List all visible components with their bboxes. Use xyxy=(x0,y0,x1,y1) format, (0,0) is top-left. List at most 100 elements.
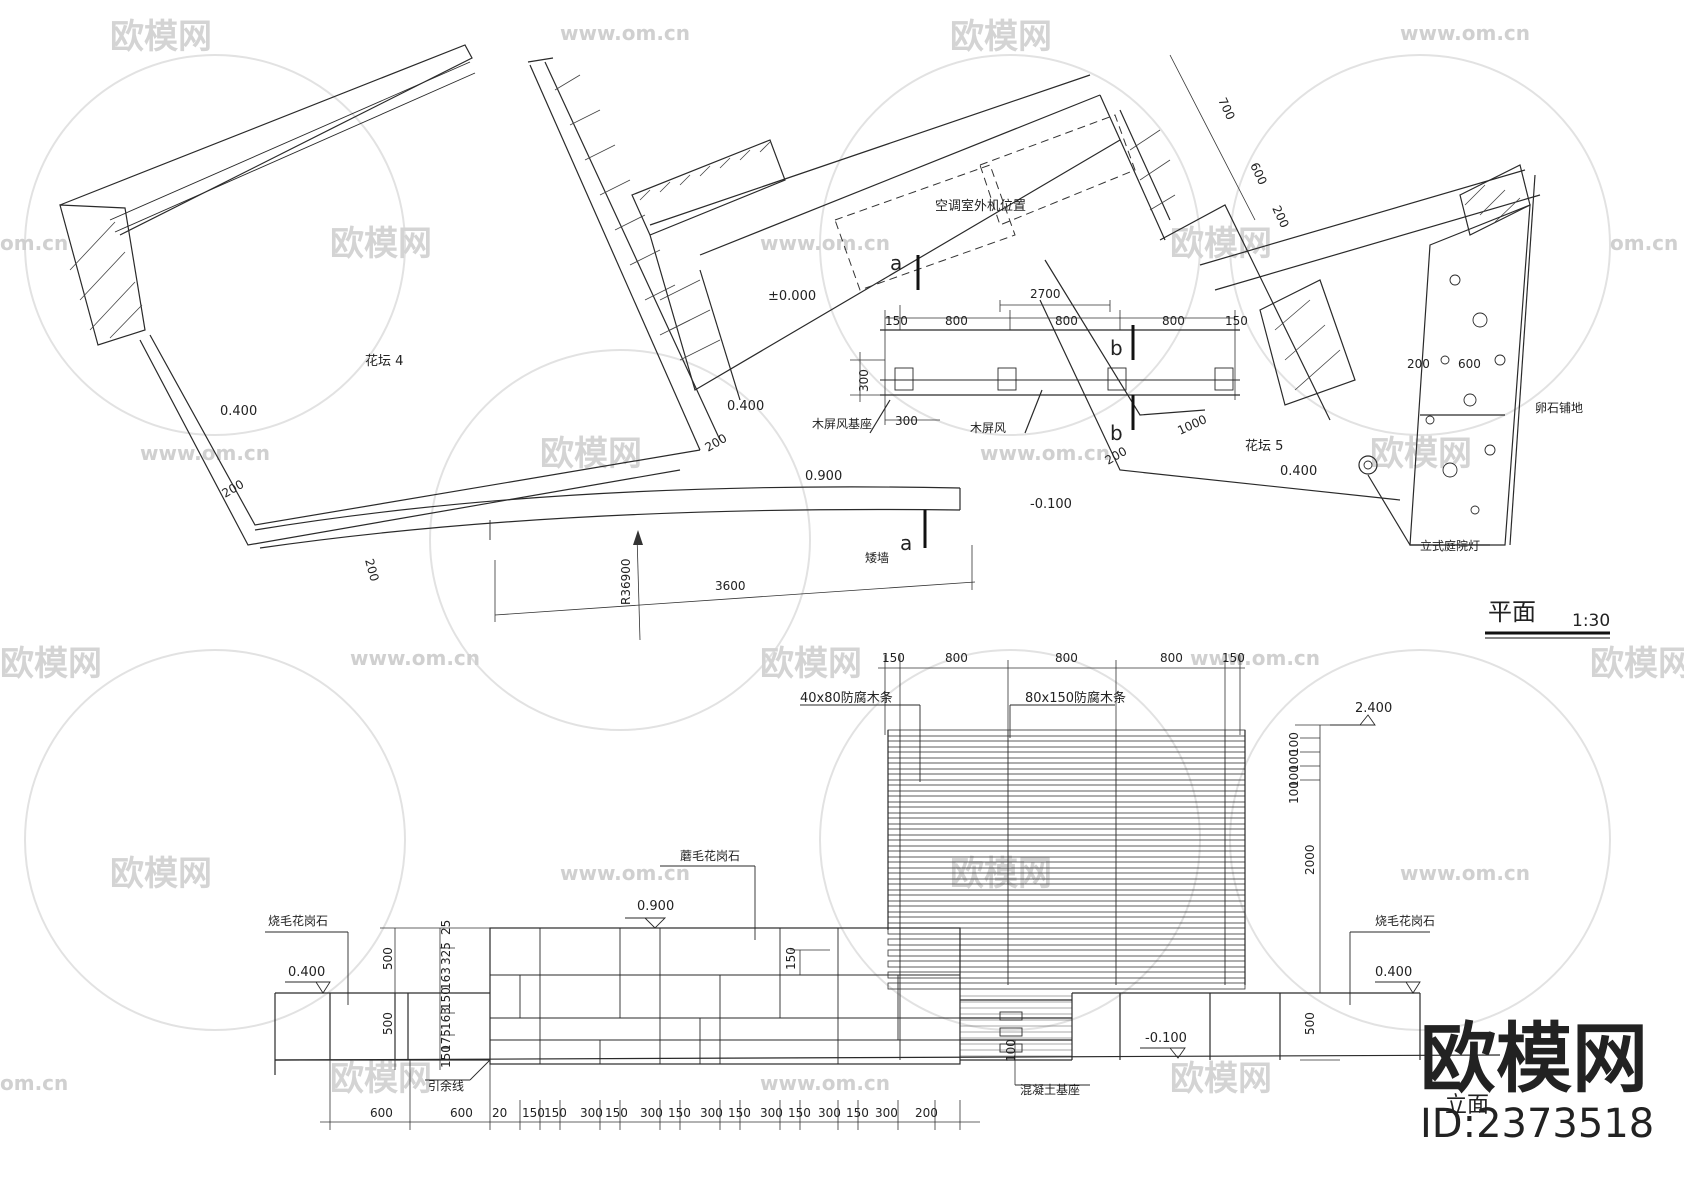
watermark-brand: 欧模网 xyxy=(1590,644,1684,684)
level-0900: 0.900 xyxy=(805,469,842,484)
concrete-base-label: 混凝土基座 xyxy=(1020,1082,1080,1097)
granite-flamed-right-label: 烧毛花岗石 xyxy=(1375,913,1435,928)
dim-side: 500 xyxy=(381,1012,395,1035)
section-mark-b: b xyxy=(1110,336,1123,360)
strip-80x150-label: 80x150防腐木条 xyxy=(1025,690,1126,706)
watermark-brand: 欧模网 xyxy=(1370,434,1472,474)
plan-title: 平面 xyxy=(1488,598,1536,626)
wood-slat xyxy=(887,872,1246,880)
plan-scale: 1:30 xyxy=(1572,611,1610,631)
dim-top: 800 xyxy=(1160,651,1183,665)
watermark-url: www.om.cn xyxy=(1190,646,1320,670)
wood-slat xyxy=(887,916,1246,924)
watermark-brand: 欧模网 xyxy=(110,854,212,894)
dim-300: 300 xyxy=(857,369,871,392)
watermark-brand: 欧模网 xyxy=(540,434,642,474)
watermark-url: www.om.cn xyxy=(560,861,690,885)
dim-600: 600 xyxy=(1247,160,1269,187)
bottom-dim-label: 150 xyxy=(728,1106,751,1120)
dim-side: 325 xyxy=(439,942,453,965)
elevation-title: 立面 xyxy=(1445,1093,1489,1118)
wood-slat xyxy=(887,883,1246,891)
dim-700: 700 xyxy=(1215,95,1237,122)
wood-slat xyxy=(887,729,1246,737)
low-wall xyxy=(254,486,961,549)
dim-top: 800 xyxy=(945,651,968,665)
dim-side: 150 xyxy=(439,1045,453,1068)
elevation-leaders xyxy=(265,704,1430,1086)
bed4-label: 花坛 4 xyxy=(365,353,403,369)
dim-right: 100 xyxy=(1287,765,1301,788)
dim-200: 200 xyxy=(1407,357,1430,371)
wood-slat xyxy=(887,938,1246,946)
dim-right: 100 xyxy=(1287,732,1301,755)
bottom-dim-label: 300 xyxy=(640,1106,663,1120)
bottom-dim-label: 300 xyxy=(580,1106,603,1120)
bottom-dim-label: 150 xyxy=(522,1106,545,1120)
elevation-dimensions xyxy=(320,655,1340,1130)
watermark-brand: 欧模网 xyxy=(0,644,102,684)
granite-wall xyxy=(489,927,961,1065)
section-marks: a b b a xyxy=(890,251,1135,555)
dim-800: 800 xyxy=(1162,314,1185,328)
dim-2700: 2700 xyxy=(1030,287,1061,301)
watermark-url: om.cn xyxy=(0,231,68,255)
dim-side: 500 xyxy=(381,947,395,970)
bottom-dim-label: 600 xyxy=(370,1106,393,1120)
dim-right: 100 xyxy=(1287,749,1301,772)
screen-label: 木屏风 xyxy=(970,421,1006,435)
level-zero: ±0.000 xyxy=(768,289,816,304)
watermark-brand: 欧模网 xyxy=(1170,224,1272,264)
dim-150: 150 xyxy=(885,314,908,328)
level-m0100: -0.100 xyxy=(1030,497,1072,512)
bottom-dim-label: 150 xyxy=(668,1106,691,1120)
wood-screen-plan xyxy=(850,300,1505,546)
level-0400-right: 0.400 xyxy=(1375,965,1412,980)
dim-tick-150: 150 xyxy=(784,947,798,970)
section-mark-b: b xyxy=(1110,421,1123,445)
wood-slat xyxy=(887,949,1246,957)
garden-light-label: 立式庭院灯 xyxy=(1420,538,1480,553)
bottom-dim-label: 150 xyxy=(605,1106,628,1120)
watermark-layer: 欧模网 欧模网 欧模网 欧模网 欧模网 欧模网 欧模网 欧模网 欧模网 欧模网 … xyxy=(0,17,1684,1099)
watermark-url: www.om.cn xyxy=(1400,861,1530,885)
watermark-brand: 欧模网 xyxy=(950,854,1052,894)
watermark-url: www.om.cn xyxy=(760,231,890,255)
watermark-url: www.om.cn xyxy=(140,441,270,465)
wood-slat xyxy=(887,850,1246,858)
middle-planter: 空调室外机位置 xyxy=(631,74,1176,401)
bottom-dim-label: 20 xyxy=(492,1106,507,1120)
planter-walls xyxy=(274,992,1501,1075)
low-wall-label: 矮墙 xyxy=(865,551,889,565)
dim-3600: 3600 xyxy=(715,579,746,593)
dim-side: 163 xyxy=(439,967,453,990)
wood-slat xyxy=(887,740,1246,748)
wood-slat xyxy=(887,751,1246,759)
pebble-label: 卵石铺地 xyxy=(1535,401,1583,415)
elevation-labels: 40x80防腐木条 80x150防腐木条 蘑毛花岗石 烧毛花岗石 烧毛花岗石 混… xyxy=(268,651,1435,1097)
level-0400: 0.400 xyxy=(220,404,257,419)
drip-line-label: 引余线 xyxy=(428,1078,464,1093)
wood-slat xyxy=(887,905,1246,913)
dim-800: 800 xyxy=(945,314,968,328)
dim-top: 800 xyxy=(1055,651,1078,665)
wood-slat xyxy=(887,795,1246,803)
elevation-view: 40x80防腐木条 80x150防腐木条 蘑毛花岗石 烧毛花岗石 烧毛花岗石 混… xyxy=(265,651,1501,1130)
dim-tick-100: 100 xyxy=(1004,1039,1018,1062)
wood-slat xyxy=(887,806,1246,814)
dim-side: 163 xyxy=(439,1007,453,1030)
watermark-url: om.cn xyxy=(1610,231,1678,255)
dim-right: 500 xyxy=(1303,1012,1317,1035)
wood-slat xyxy=(887,817,1246,825)
level-0400: 0.400 xyxy=(727,399,764,414)
bottom-dim-label: 600 xyxy=(450,1106,473,1120)
bottom-dim-label: 150 xyxy=(544,1106,567,1120)
bottom-dim-label: 150 xyxy=(846,1106,869,1120)
bottom-dim-label: 300 xyxy=(875,1106,898,1120)
bottom-dim-label: 200 xyxy=(915,1106,938,1120)
wood-slat xyxy=(887,960,1246,968)
bottom-dim-label: 300 xyxy=(760,1106,783,1120)
wood-slat xyxy=(887,982,1246,990)
screen-base-label: 木屏风基座 xyxy=(812,416,872,431)
